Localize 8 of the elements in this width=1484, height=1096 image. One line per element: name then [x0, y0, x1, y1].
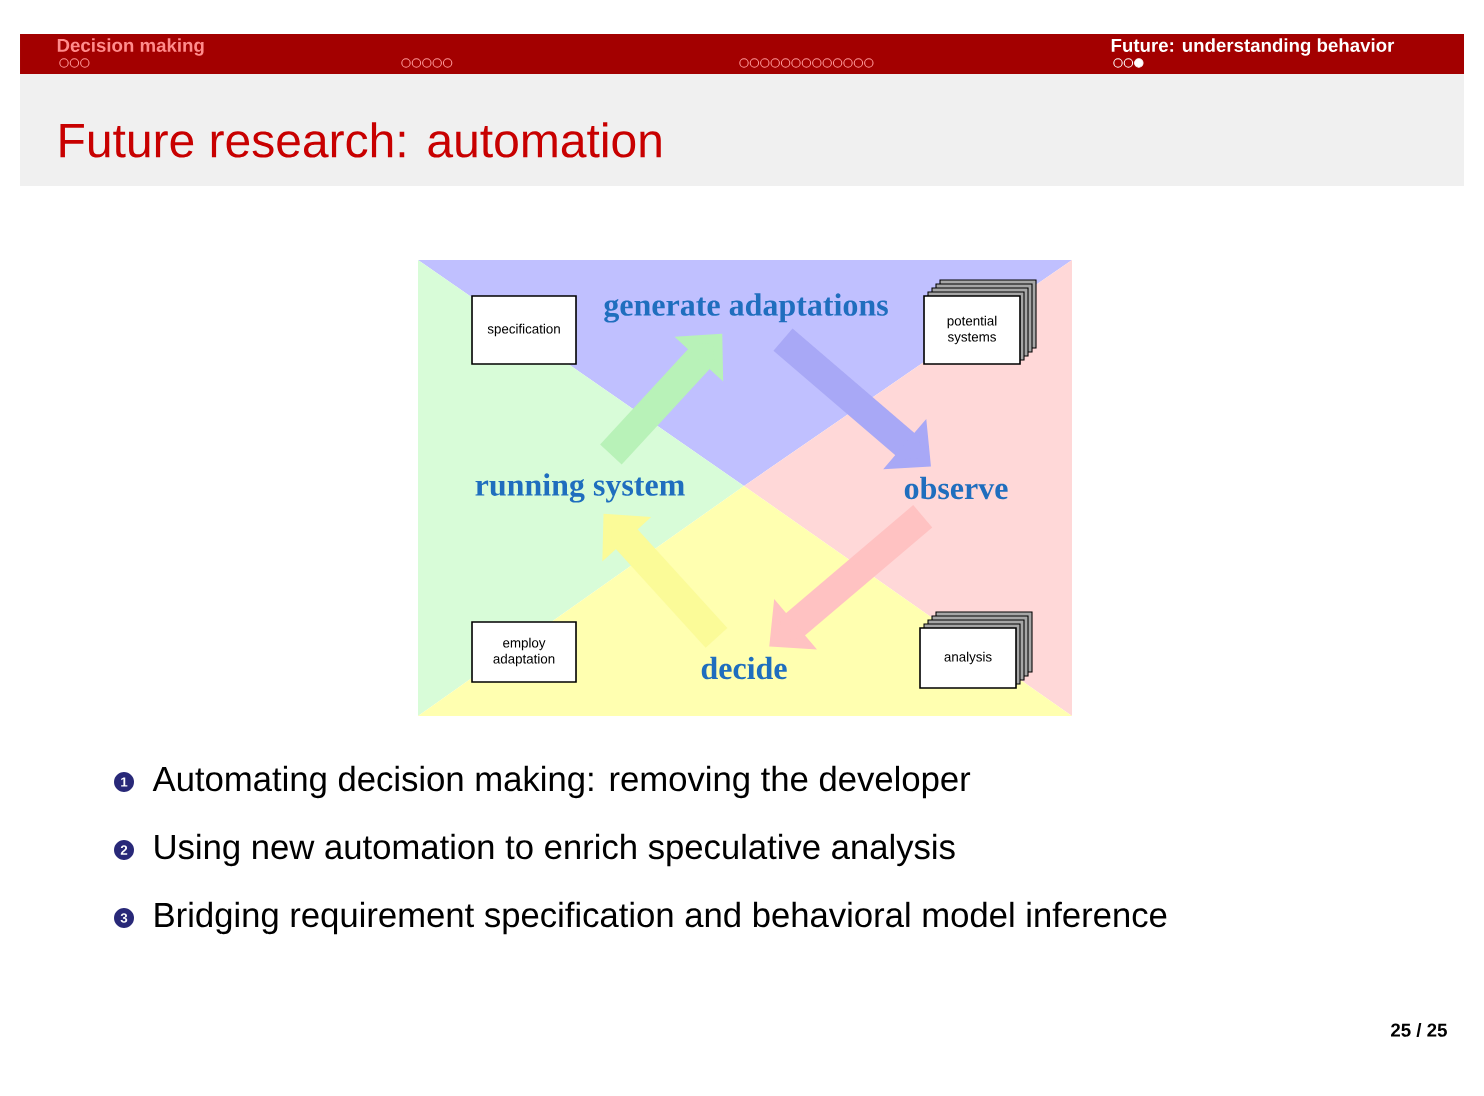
page-number: 25 / 25	[1391, 1023, 1447, 1037]
bullet-text: Using new automation to enrich speculative analysis	[155, 833, 955, 867]
slide-title: Future research: automation	[60, 122, 661, 158]
bullet-text: Bridging requirement specification and behavioral model inference	[155, 901, 1167, 935]
bullet-text: Automating decision making: removing the developer	[152, 765, 971, 799]
navigation-link: Future: understanding behavior	[1111, 38, 1395, 56]
block-arrow	[769, 505, 933, 650]
navigation-link: Decision making	[57, 38, 204, 56]
